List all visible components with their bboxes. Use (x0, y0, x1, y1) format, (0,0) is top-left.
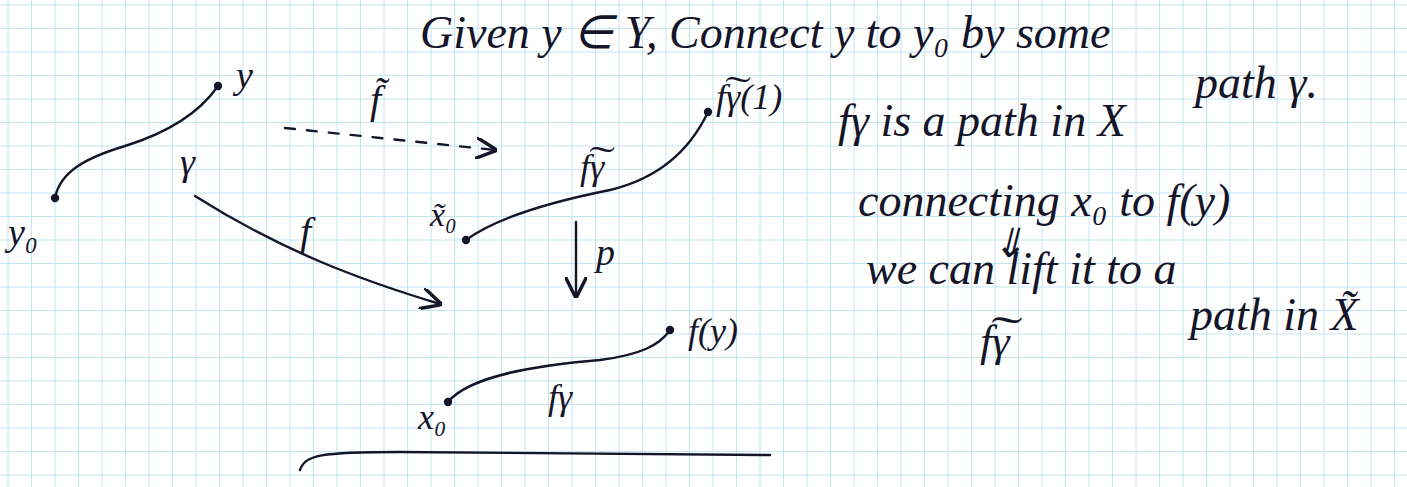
point-label: x₀ (418, 398, 447, 438)
grid-line (0, 146, 1407, 147)
grid-line (0, 263, 1407, 264)
endpoint (52, 195, 58, 201)
math-label: f͠γ (980, 318, 1010, 366)
grid-line (854, 0, 855, 487)
grid-line (454, 0, 455, 487)
grid-line (1324, 0, 1325, 487)
grid-line (619, 0, 620, 487)
grid-line (0, 451, 1407, 452)
grid-line (0, 428, 1407, 429)
grid-line (290, 0, 291, 487)
grid-line (102, 0, 103, 487)
point-label: y₀ (8, 212, 38, 254)
grid-line (0, 287, 1407, 288)
grid-line (807, 0, 808, 487)
endpoint (667, 327, 673, 333)
endpoint (463, 237, 469, 243)
grid-line (1183, 0, 1184, 487)
grid-line (0, 475, 1407, 476)
grid-line (219, 0, 220, 487)
path-label: fγ (548, 378, 572, 418)
grid-line (783, 0, 784, 487)
grid-line (1371, 0, 1372, 487)
point-label: x̃₀ (430, 196, 457, 233)
grid-line (666, 0, 667, 487)
grid-line (736, 0, 737, 487)
grid-line (337, 0, 338, 487)
grid-line (0, 357, 1407, 358)
grid-line (1347, 0, 1348, 487)
point-label: y (236, 55, 253, 97)
path-label: f͠γ (580, 148, 604, 188)
endpoint (705, 109, 711, 115)
grid-line (360, 0, 361, 487)
endpoint (215, 83, 221, 89)
grid-line (196, 0, 197, 487)
grid-line (384, 0, 385, 487)
point-label: f(y) (688, 312, 738, 352)
grid-line (1394, 0, 1395, 487)
grid-line (313, 0, 314, 487)
box-top-edge (300, 452, 770, 470)
path-label: γ (180, 142, 195, 184)
lift-arrow (285, 128, 495, 150)
grid-line (760, 0, 761, 487)
map-f-arrow (195, 196, 440, 304)
covering-map-arrow (575, 222, 577, 296)
note-text: path γ. (1195, 58, 1318, 109)
note-text: we can lift it to a (866, 244, 1176, 295)
grid-line (595, 0, 596, 487)
path-gamma (55, 86, 218, 198)
grid-line (0, 5, 1407, 6)
point-label: f͠γ(1) (716, 78, 782, 118)
map-label: f (300, 210, 311, 254)
grid-line (478, 0, 479, 487)
grid-line (55, 0, 56, 487)
grid-line (125, 0, 126, 487)
grid-line (0, 381, 1407, 382)
grid-line (0, 404, 1407, 405)
map-label: p (596, 232, 615, 274)
grid-line (830, 0, 831, 487)
grid-line (0, 240, 1407, 241)
grid-line (525, 0, 526, 487)
note-text: path in X̃ (1190, 290, 1359, 341)
grid-line (172, 0, 173, 487)
grid-line (0, 169, 1407, 170)
note-text: connecting x₀ to f(y) (858, 176, 1230, 227)
grid-line (149, 0, 150, 487)
note-text: fγ is a path in X (838, 96, 1126, 147)
grid-line (501, 0, 502, 487)
grid-line (78, 0, 79, 487)
note-text: Given y ∈ Y, Connect y to y₀ by some (420, 8, 1110, 59)
grid-line (689, 0, 690, 487)
map-label: f̃ (370, 78, 381, 122)
grid-line (713, 0, 714, 487)
grid-line (407, 0, 408, 487)
grid-line (642, 0, 643, 487)
grid-line (266, 0, 267, 487)
lifted-path (466, 112, 708, 240)
